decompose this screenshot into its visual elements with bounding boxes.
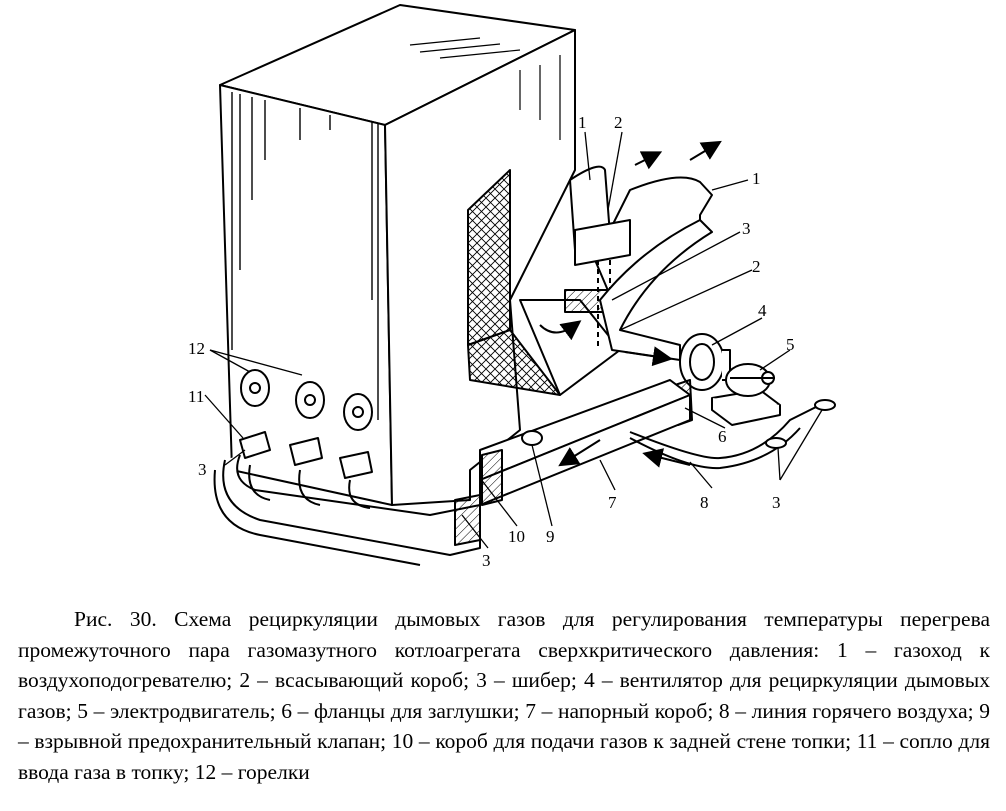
explosion-safety-valve <box>521 430 543 446</box>
callout-3-bottom: 3 <box>482 551 491 570</box>
callout-2-upper: 2 <box>614 113 623 132</box>
gas-supply-ducts <box>213 431 503 566</box>
callout-3-damper: 3 <box>742 219 751 238</box>
boiler-schematic: 1 2 1 3 2 4 5 6 7 8 3 9 10 3 3 11 12 <box>188 4 836 570</box>
callout-9: 9 <box>546 527 555 546</box>
callout-11: 11 <box>188 387 204 406</box>
electric-motor <box>711 363 781 426</box>
figure-caption: Рис. 30. Схема рециркуляции дымовых газо… <box>18 607 990 784</box>
boiler-furnace-body <box>219 4 576 506</box>
recirculation-fan <box>679 333 731 391</box>
burners <box>240 369 373 431</box>
callout-8: 8 <box>700 493 709 512</box>
callout-12: 12 <box>188 339 205 358</box>
callout-3-left: 3 <box>198 460 207 479</box>
gas-duct-to-air-heater <box>519 140 722 396</box>
suction-duct <box>599 219 713 367</box>
callout-6: 6 <box>718 427 727 446</box>
hot-air-line <box>629 399 836 470</box>
callout-5: 5 <box>786 335 795 354</box>
callout-7: 7 <box>608 493 617 512</box>
callout-1-right: 1 <box>752 169 761 188</box>
callout-4: 4 <box>758 301 767 320</box>
callout-3-hot-air: 3 <box>772 493 781 512</box>
callout-10: 10 <box>508 527 525 546</box>
callout-2-right: 2 <box>752 257 761 276</box>
callout-1-upper: 1 <box>578 113 587 132</box>
